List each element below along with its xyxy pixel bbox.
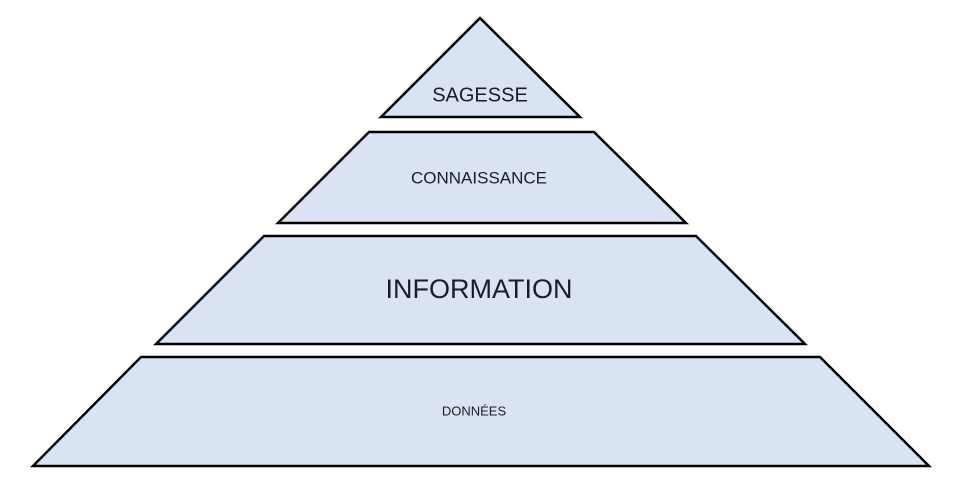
level-label: CONNAISSANCE [411, 168, 547, 187]
level-label: DONNÉES [442, 403, 507, 418]
pyramid-level-connaissance: CONNAISSANCE [274, 130, 690, 225]
pyramid-level-donnees: DONNÉES [30, 355, 933, 468]
pyramid-level-sagesse: SAGESSE [377, 16, 584, 119]
pyramid-level-information: INFORMATION [152, 234, 809, 346]
level-shape [30, 355, 933, 468]
level-label: INFORMATION [386, 274, 573, 304]
level-shape [274, 130, 690, 225]
level-shape [377, 16, 584, 119]
level-label: SAGESSE [432, 84, 528, 106]
level-shape [152, 234, 809, 346]
